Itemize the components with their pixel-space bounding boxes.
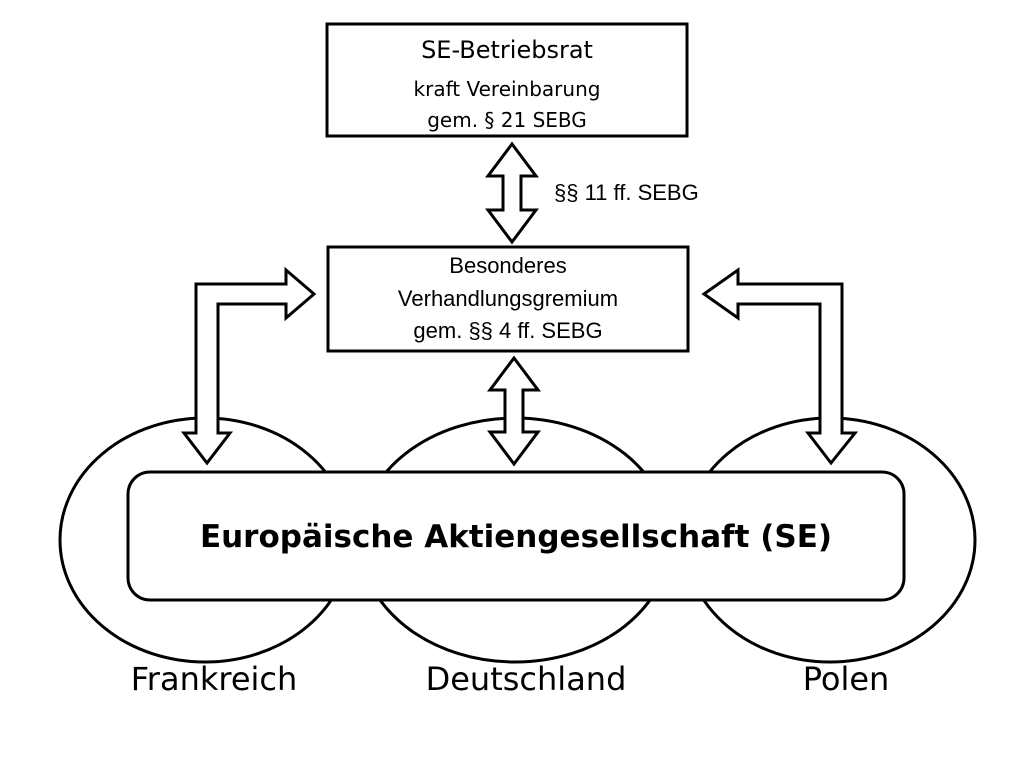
country-label-polen: Polen — [803, 660, 890, 698]
double-arrow-top — [485, 141, 539, 245]
double-arrow-right — [701, 267, 859, 466]
se-box-label: Europäische Aktiengesellschaft (SE) — [200, 519, 832, 555]
middle-box-line3: gem. §§ 4 ff. SEBG — [413, 318, 602, 343]
se-box — [126, 470, 906, 602]
top-box-line2: kraft Vereinbarung — [414, 77, 601, 101]
double-arrow-middle — [487, 355, 541, 467]
middle-box-line2: Verhandlungsgremium — [398, 286, 618, 311]
country-label-frankreich: Frankreich — [131, 660, 298, 698]
double-arrow-left — [180, 266, 317, 466]
middle-box-line1: Besonderes — [449, 253, 566, 278]
arrow-label: §§ 11 ff. SEBG — [554, 180, 699, 205]
country-label-deutschland: Deutschland — [426, 660, 627, 698]
top-box-line3: gem. § 21 SEBG — [427, 108, 587, 132]
top-box — [325, 22, 689, 138]
top-box-title: SE-Betriebsrat — [421, 36, 593, 64]
middle-box — [326, 245, 690, 353]
